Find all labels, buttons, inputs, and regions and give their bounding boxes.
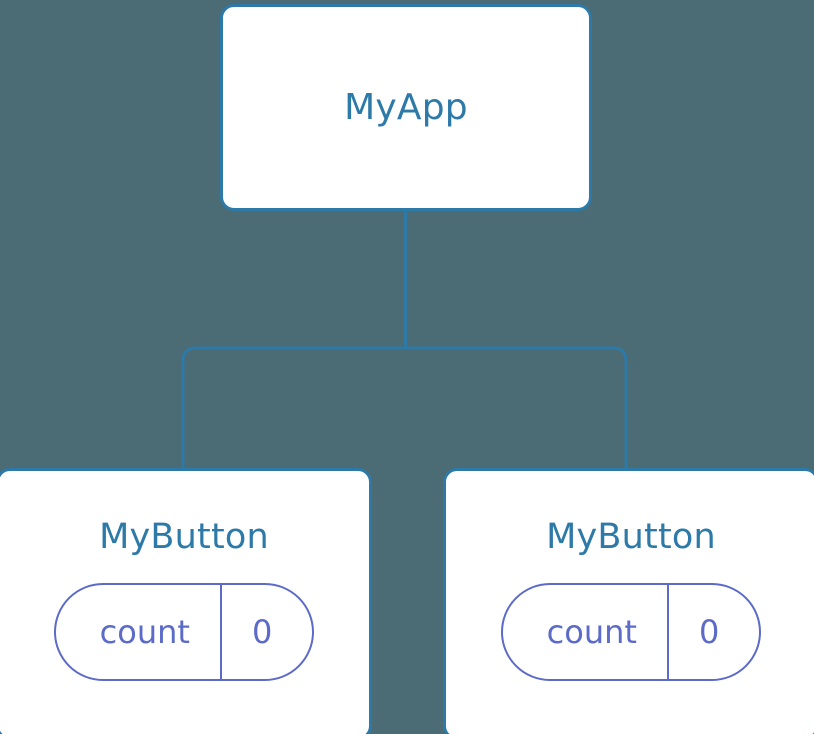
node-label-child-1: MyButton (546, 517, 716, 557)
tree-node-root[interactable]: MyApp (220, 4, 592, 211)
state-divider-child-0 (219, 585, 222, 679)
state-key-child-1: count (546, 613, 637, 651)
edge-branch-right (405, 346, 628, 470)
state-pill-child-1[interactable]: count 0 (500, 583, 762, 681)
node-label-root: MyApp (344, 86, 468, 128)
node-label-child-0: MyButton (99, 517, 269, 557)
state-key-child-0: count (99, 613, 190, 651)
state-pill-child-0[interactable]: count 0 (53, 583, 315, 681)
state-divider-child-1 (666, 585, 669, 679)
state-value-child-0: 0 (251, 613, 273, 651)
edge-branch-left (181, 346, 406, 470)
tree-node-child-1[interactable]: MyButton count 0 (443, 468, 814, 734)
state-value-child-1: 0 (698, 613, 720, 651)
tree-node-child-0[interactable]: MyButton count 0 (0, 468, 372, 734)
